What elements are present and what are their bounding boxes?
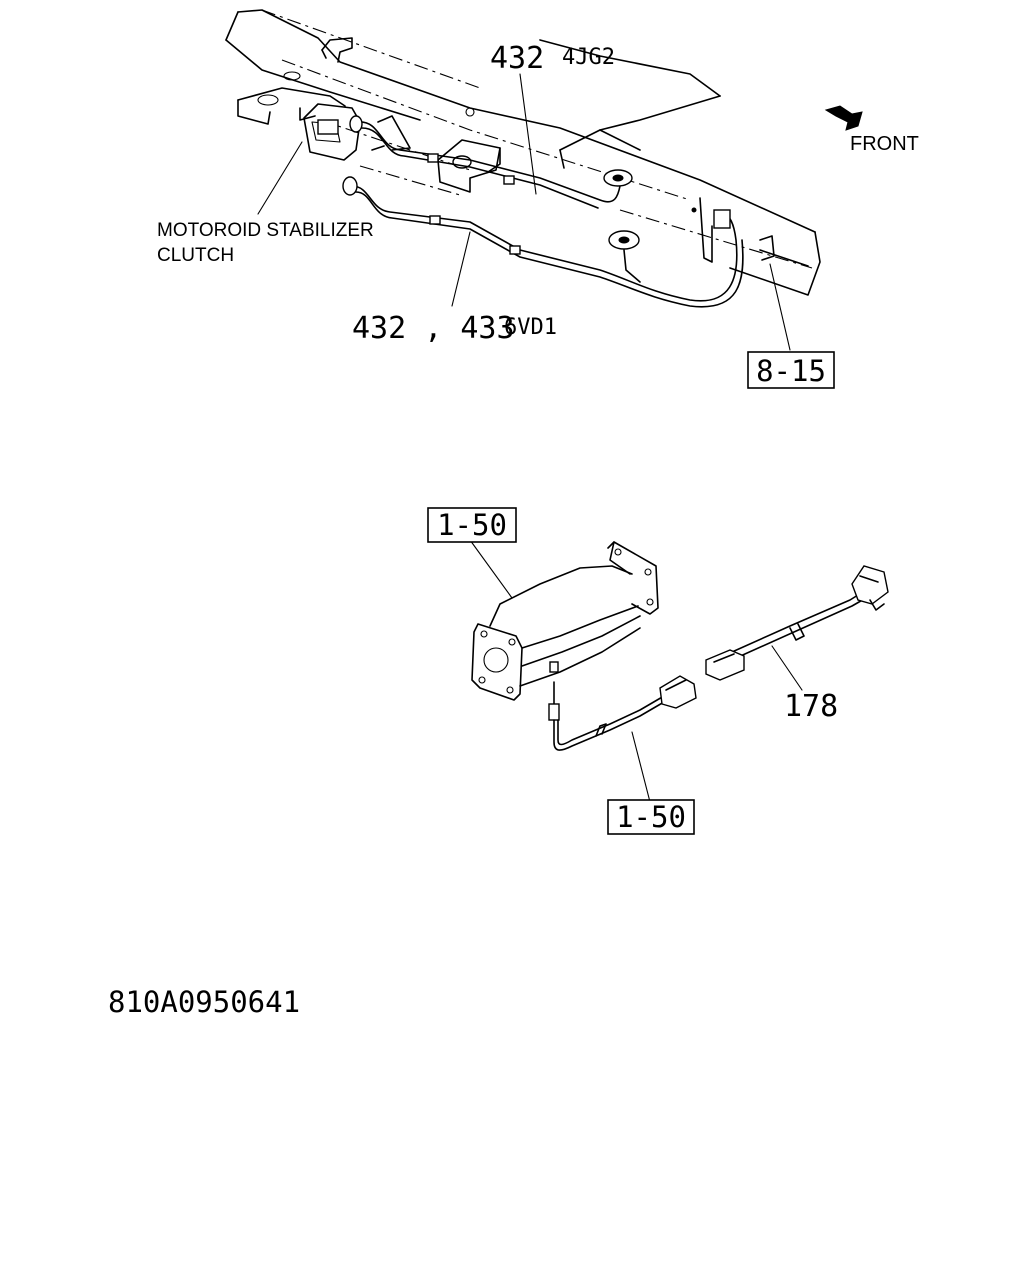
ref-converter-label[interactable]: 1-50 xyxy=(437,508,507,542)
upper-engine-label: 4JG2 xyxy=(562,45,615,70)
stabilizer-label-line2: CLUTCH xyxy=(157,245,234,266)
drawing-number: 810A0950641 xyxy=(108,985,300,1019)
stabilizer-label-line1: MOTOROID STABILIZER xyxy=(157,220,374,241)
exhaust-temp-sensor xyxy=(548,675,697,751)
ref-box-converter[interactable] xyxy=(427,507,517,543)
ref-sensor-label[interactable]: 1-50 xyxy=(616,800,686,834)
front-arrow-icon xyxy=(824,105,863,131)
lower-leaders xyxy=(469,539,803,803)
lower-part-code[interactable]: 432 , 433 xyxy=(352,311,515,346)
ref-box-sensor[interactable] xyxy=(607,799,695,835)
upper-leaders xyxy=(257,73,791,351)
front-label: FRONT xyxy=(850,133,919,155)
ref-upper-label[interactable]: 8-15 xyxy=(756,354,826,388)
ref-box-upper[interactable] xyxy=(747,351,835,389)
sensor-harness-4jg2 xyxy=(349,115,633,209)
lower-engine-label: 6VD1 xyxy=(504,315,557,340)
harness-part-code[interactable]: 178 xyxy=(784,689,838,724)
stabilizer-clutch-bracket xyxy=(303,103,411,161)
catalytic-converter xyxy=(471,541,659,701)
upper-part-code[interactable]: 432 xyxy=(490,41,544,76)
wiring-harness-178 xyxy=(705,565,889,681)
sensor-harness-6vd1 xyxy=(342,176,775,308)
